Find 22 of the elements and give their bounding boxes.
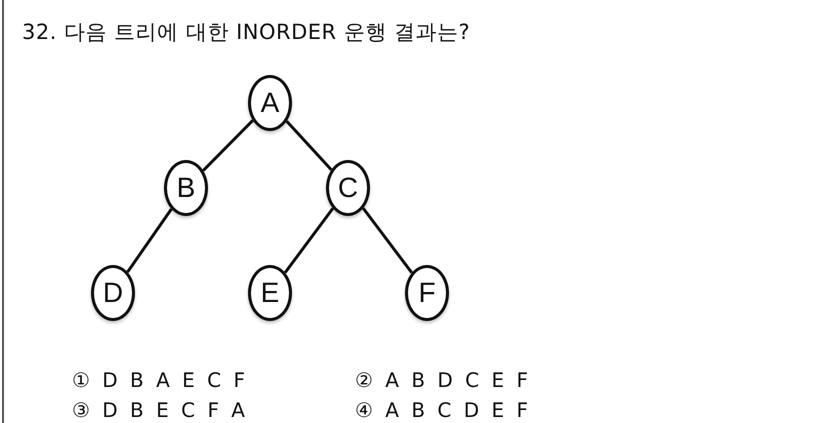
node-letter: E	[260, 277, 280, 309]
tree-node	[164, 160, 208, 216]
tree-edge	[286, 120, 332, 171]
tree-node	[248, 75, 292, 131]
node-letter: D	[102, 277, 124, 309]
answer-option: ③ D B E C F A	[72, 398, 248, 422]
tree-node	[91, 265, 135, 321]
tree-edge	[362, 207, 413, 274]
answer-option: ① D B A E C F	[72, 368, 248, 392]
tree-node	[248, 265, 292, 321]
tree-edge	[202, 119, 254, 172]
tree-node	[326, 160, 370, 216]
answer-option: ② A B D C E F	[355, 368, 531, 392]
node-letter: A	[260, 87, 280, 119]
tree-node	[405, 265, 449, 321]
node-letter: C	[338, 172, 358, 204]
node-letter: F	[418, 277, 436, 309]
question-title: 32. 다음 트리에 대한 INORDER 운행 결과는?	[22, 19, 470, 46]
answer-option: ④ A B C D E F	[355, 398, 531, 422]
tree-edge	[126, 208, 173, 273]
tree-edge	[284, 207, 334, 274]
node-letter: B	[176, 172, 196, 204]
